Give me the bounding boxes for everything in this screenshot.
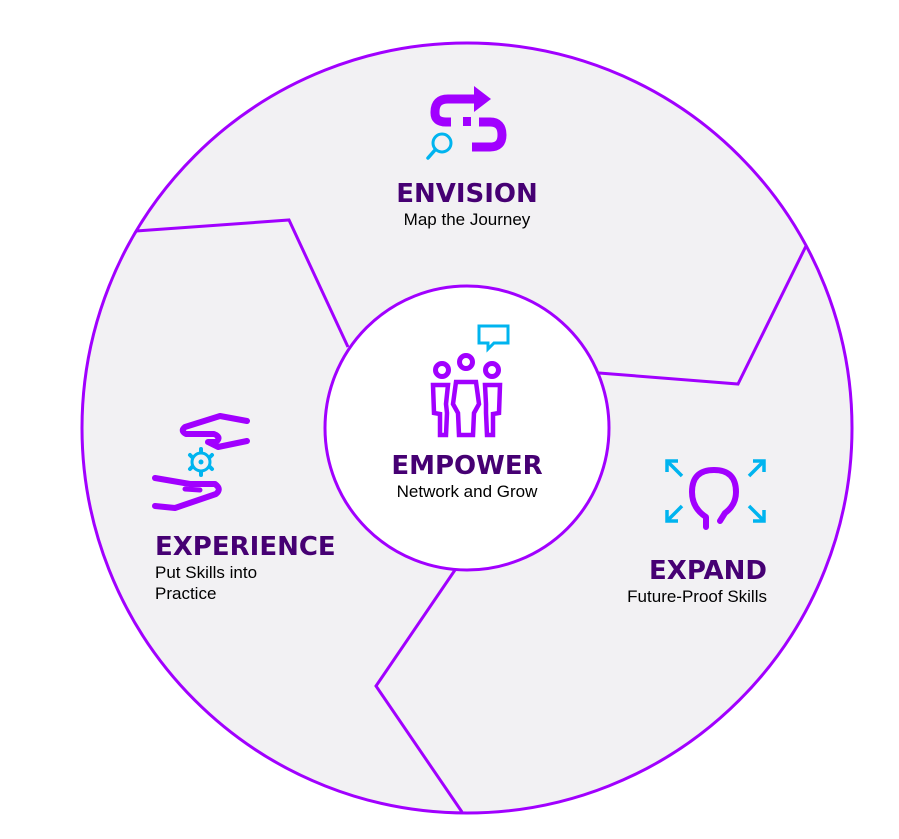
divider-envision-expand (598, 245, 808, 386)
center-title: EMPOWER (391, 451, 543, 481)
segment-title: ENVISION (396, 179, 538, 209)
hands-gear-icon (152, 413, 250, 511)
segment-title: EXPERIENCE (155, 532, 336, 562)
segment-subtitle: Map the Journey (403, 210, 531, 229)
route-search-icon (426, 86, 507, 160)
segment-title: EXPAND (649, 556, 767, 586)
center-subtitle: Network and Grow (396, 482, 538, 501)
segment-experience: EXPERIENCE Put Skills into Practice (155, 532, 375, 604)
divider-envision-experience (135, 218, 350, 348)
lightbulb-expand-icon (665, 459, 766, 530)
center-empower: EMPOWER Network and Grow (367, 451, 567, 502)
divider-expand-experience (374, 569, 464, 813)
segment-subtitle-line1: Put Skills into (155, 563, 258, 582)
segment-expand: EXPAND Future-Proof Skills (560, 556, 767, 607)
people-group-chat-icon (430, 324, 510, 438)
segment-envision: ENVISION Map the Journey (367, 179, 567, 230)
segment-subtitle-line2: Practice (155, 584, 217, 603)
segment-subtitle: Future-Proof Skills (627, 587, 767, 606)
center-circle (323, 284, 611, 572)
